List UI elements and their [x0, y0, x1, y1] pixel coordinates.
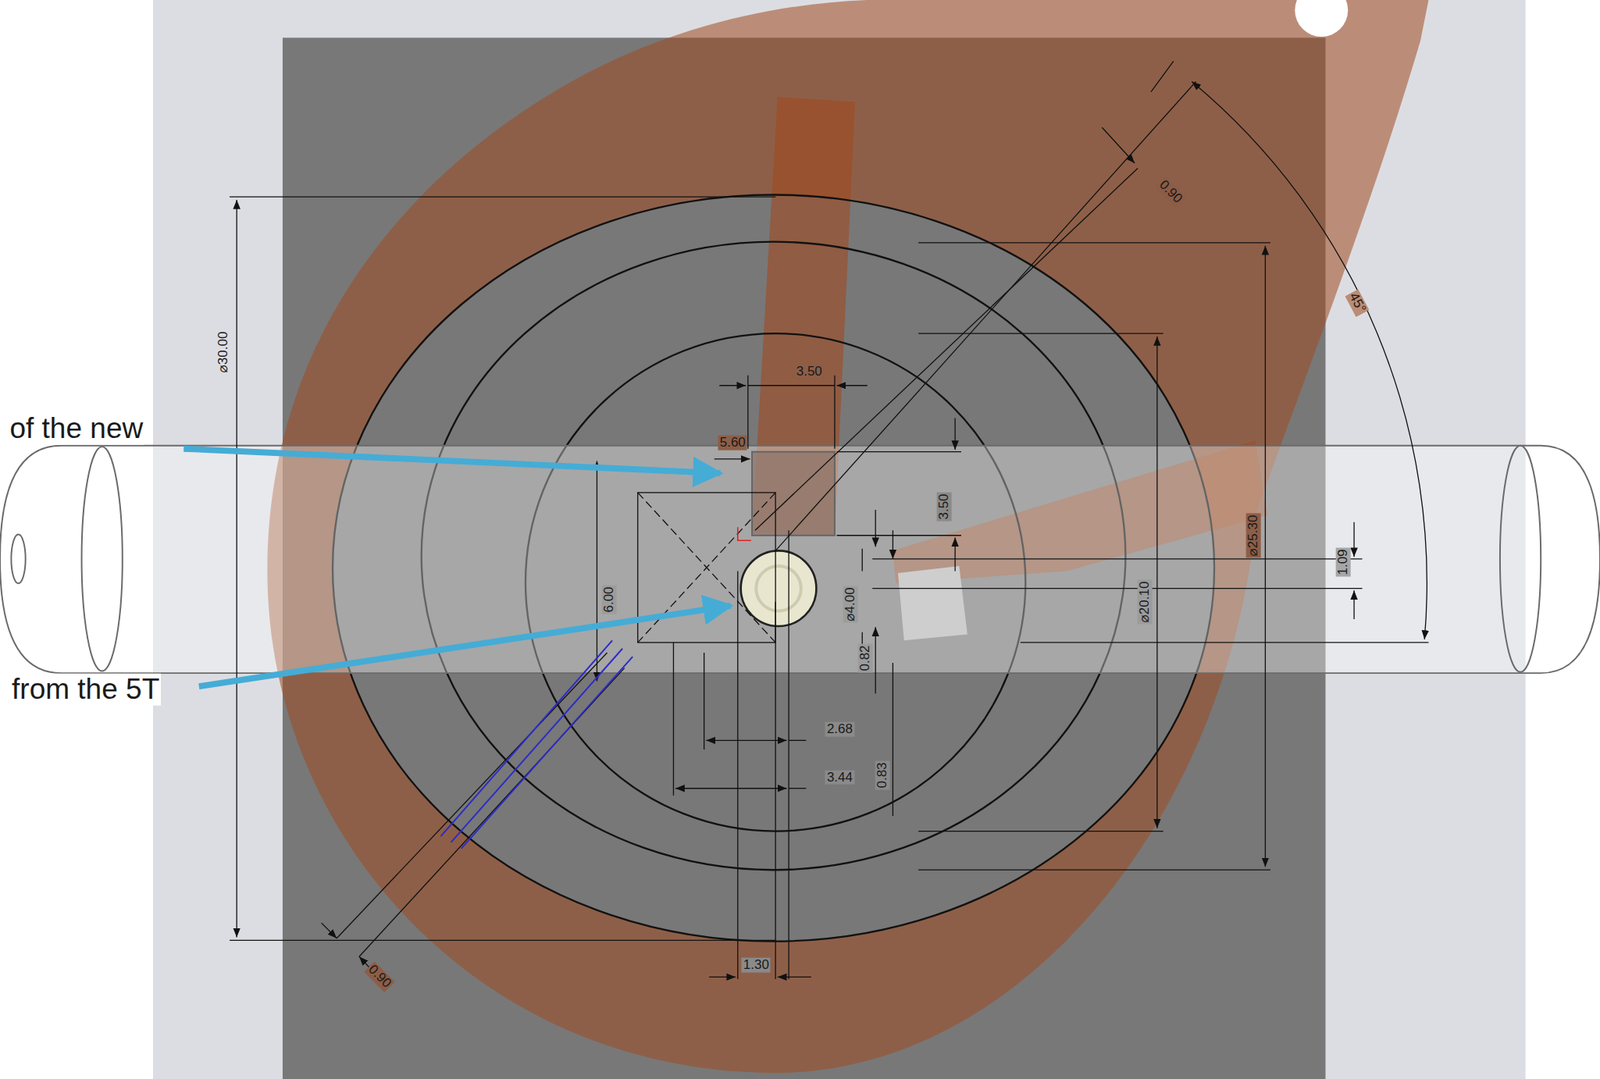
callout-arrows — [183, 448, 731, 687]
dimension-value: 0.90 — [363, 961, 395, 992]
dimension-value: ⌀4.00 — [842, 585, 858, 623]
dimension-value: 0.82 — [858, 643, 874, 673]
dimension-value: 3.50 — [936, 492, 952, 522]
dimension-value: 3.44 — [825, 769, 855, 785]
glass-tube — [0, 445, 1600, 674]
dimension-value: ⌀25.30 — [1245, 513, 1261, 559]
old-sample — [741, 550, 817, 627]
callout-text: of the new — [7, 412, 145, 445]
dimension-value: 2.68 — [825, 722, 855, 738]
dimension-value: 5.60 — [718, 435, 748, 451]
callout-text: from the 5T — [10, 673, 161, 706]
blue-construction-lines — [441, 640, 634, 849]
dimension-value: 1.09 — [1335, 547, 1351, 577]
dimension-value: 6.00 — [602, 585, 617, 615]
dimension-value: 1.30 — [741, 958, 771, 973]
dimension-value: 0.90 — [1154, 176, 1186, 207]
dimension-value: 0.83 — [875, 761, 891, 791]
old-sample-core — [755, 566, 801, 611]
mount-hole — [1294, 0, 1348, 37]
dimension-value: ⌀20.10 — [1137, 580, 1153, 625]
dimension-value: ⌀30.00 — [216, 329, 232, 375]
origin-mark — [737, 527, 752, 541]
dimension-lines — [229, 60, 1429, 980]
dimension-value: 45° — [1345, 289, 1369, 318]
dimension-value: 3.50 — [794, 363, 824, 379]
